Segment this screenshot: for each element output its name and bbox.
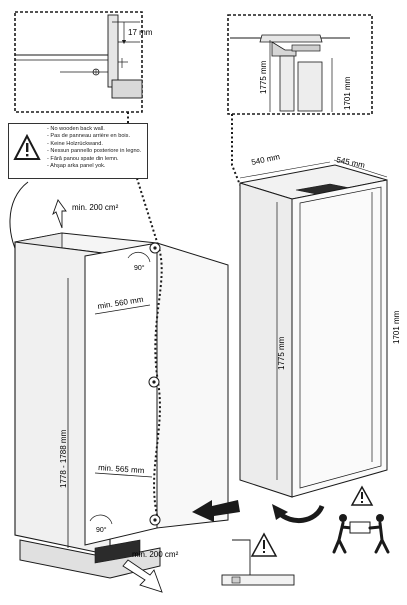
detail-heights: 1775 mm 1701 mm bbox=[227, 14, 373, 115]
fridge-appliance: 540 mm 545 mm 1775 mm 1701 mm bbox=[239, 152, 401, 498]
label-vent-top: min. 200 cm² bbox=[72, 203, 119, 212]
warning-triangle-icon bbox=[350, 485, 374, 506]
warning-line: - Nessun pannello posteriore in legno. bbox=[47, 148, 142, 155]
label-depth: 540 mm bbox=[251, 152, 281, 167]
label-appliance-1701: 1701 mm bbox=[392, 310, 401, 344]
push-arrow-icon bbox=[192, 500, 240, 522]
warning-triangle-icon bbox=[13, 134, 41, 160]
hinge-bottom-icon bbox=[149, 514, 161, 526]
warning-note-box: - No wooden back wall. - Pas de panneau … bbox=[8, 123, 148, 179]
label-top-gap: 17 mm bbox=[128, 28, 153, 37]
airflow-arrow-icon bbox=[122, 559, 163, 593]
two-person-lift-icon bbox=[332, 514, 390, 554]
level-inset bbox=[221, 532, 295, 586]
warning-list: - No wooden back wall. - Pas de panneau … bbox=[47, 126, 145, 170]
screw-icon bbox=[92, 68, 100, 76]
label-detail-1701: 1701 mm bbox=[343, 76, 352, 110]
label-angle-top: 90° bbox=[134, 264, 145, 272]
connector-top-right bbox=[231, 114, 241, 186]
label-detail-1775: 1775 mm bbox=[259, 60, 268, 94]
rotate-arrow-icon bbox=[272, 504, 325, 523]
airflow-top-arrow-icon bbox=[52, 199, 67, 229]
label-niche-height: 1778 - 1788 mm bbox=[59, 429, 68, 488]
warning-line: - Fără panou spate din lemn. bbox=[47, 155, 119, 162]
label-niche-width-bottom: min. 565 mm bbox=[98, 463, 145, 475]
label-appliance-1775: 1775 mm bbox=[277, 336, 286, 370]
warning-line: - Keine Holzrückwand. bbox=[47, 140, 103, 147]
warning-line: - Pas de panneau arrière en bois. bbox=[47, 133, 131, 140]
hinge-top-icon bbox=[149, 242, 161, 254]
warning-line: - No wooden back wall. bbox=[47, 126, 105, 132]
warning-line: - Ahşap arka panel yok. bbox=[47, 163, 106, 170]
label-angle-bottom: 90° bbox=[96, 526, 107, 534]
hinge-middle-icon bbox=[148, 376, 160, 388]
kitchen-cabinet: 1778 - 1788 mm min. 560 mm min. 565 mm 9… bbox=[14, 232, 229, 579]
detail-top-gap: 17 mm bbox=[14, 11, 153, 113]
label-vent-bottom: min. 200 cm² bbox=[132, 550, 179, 559]
